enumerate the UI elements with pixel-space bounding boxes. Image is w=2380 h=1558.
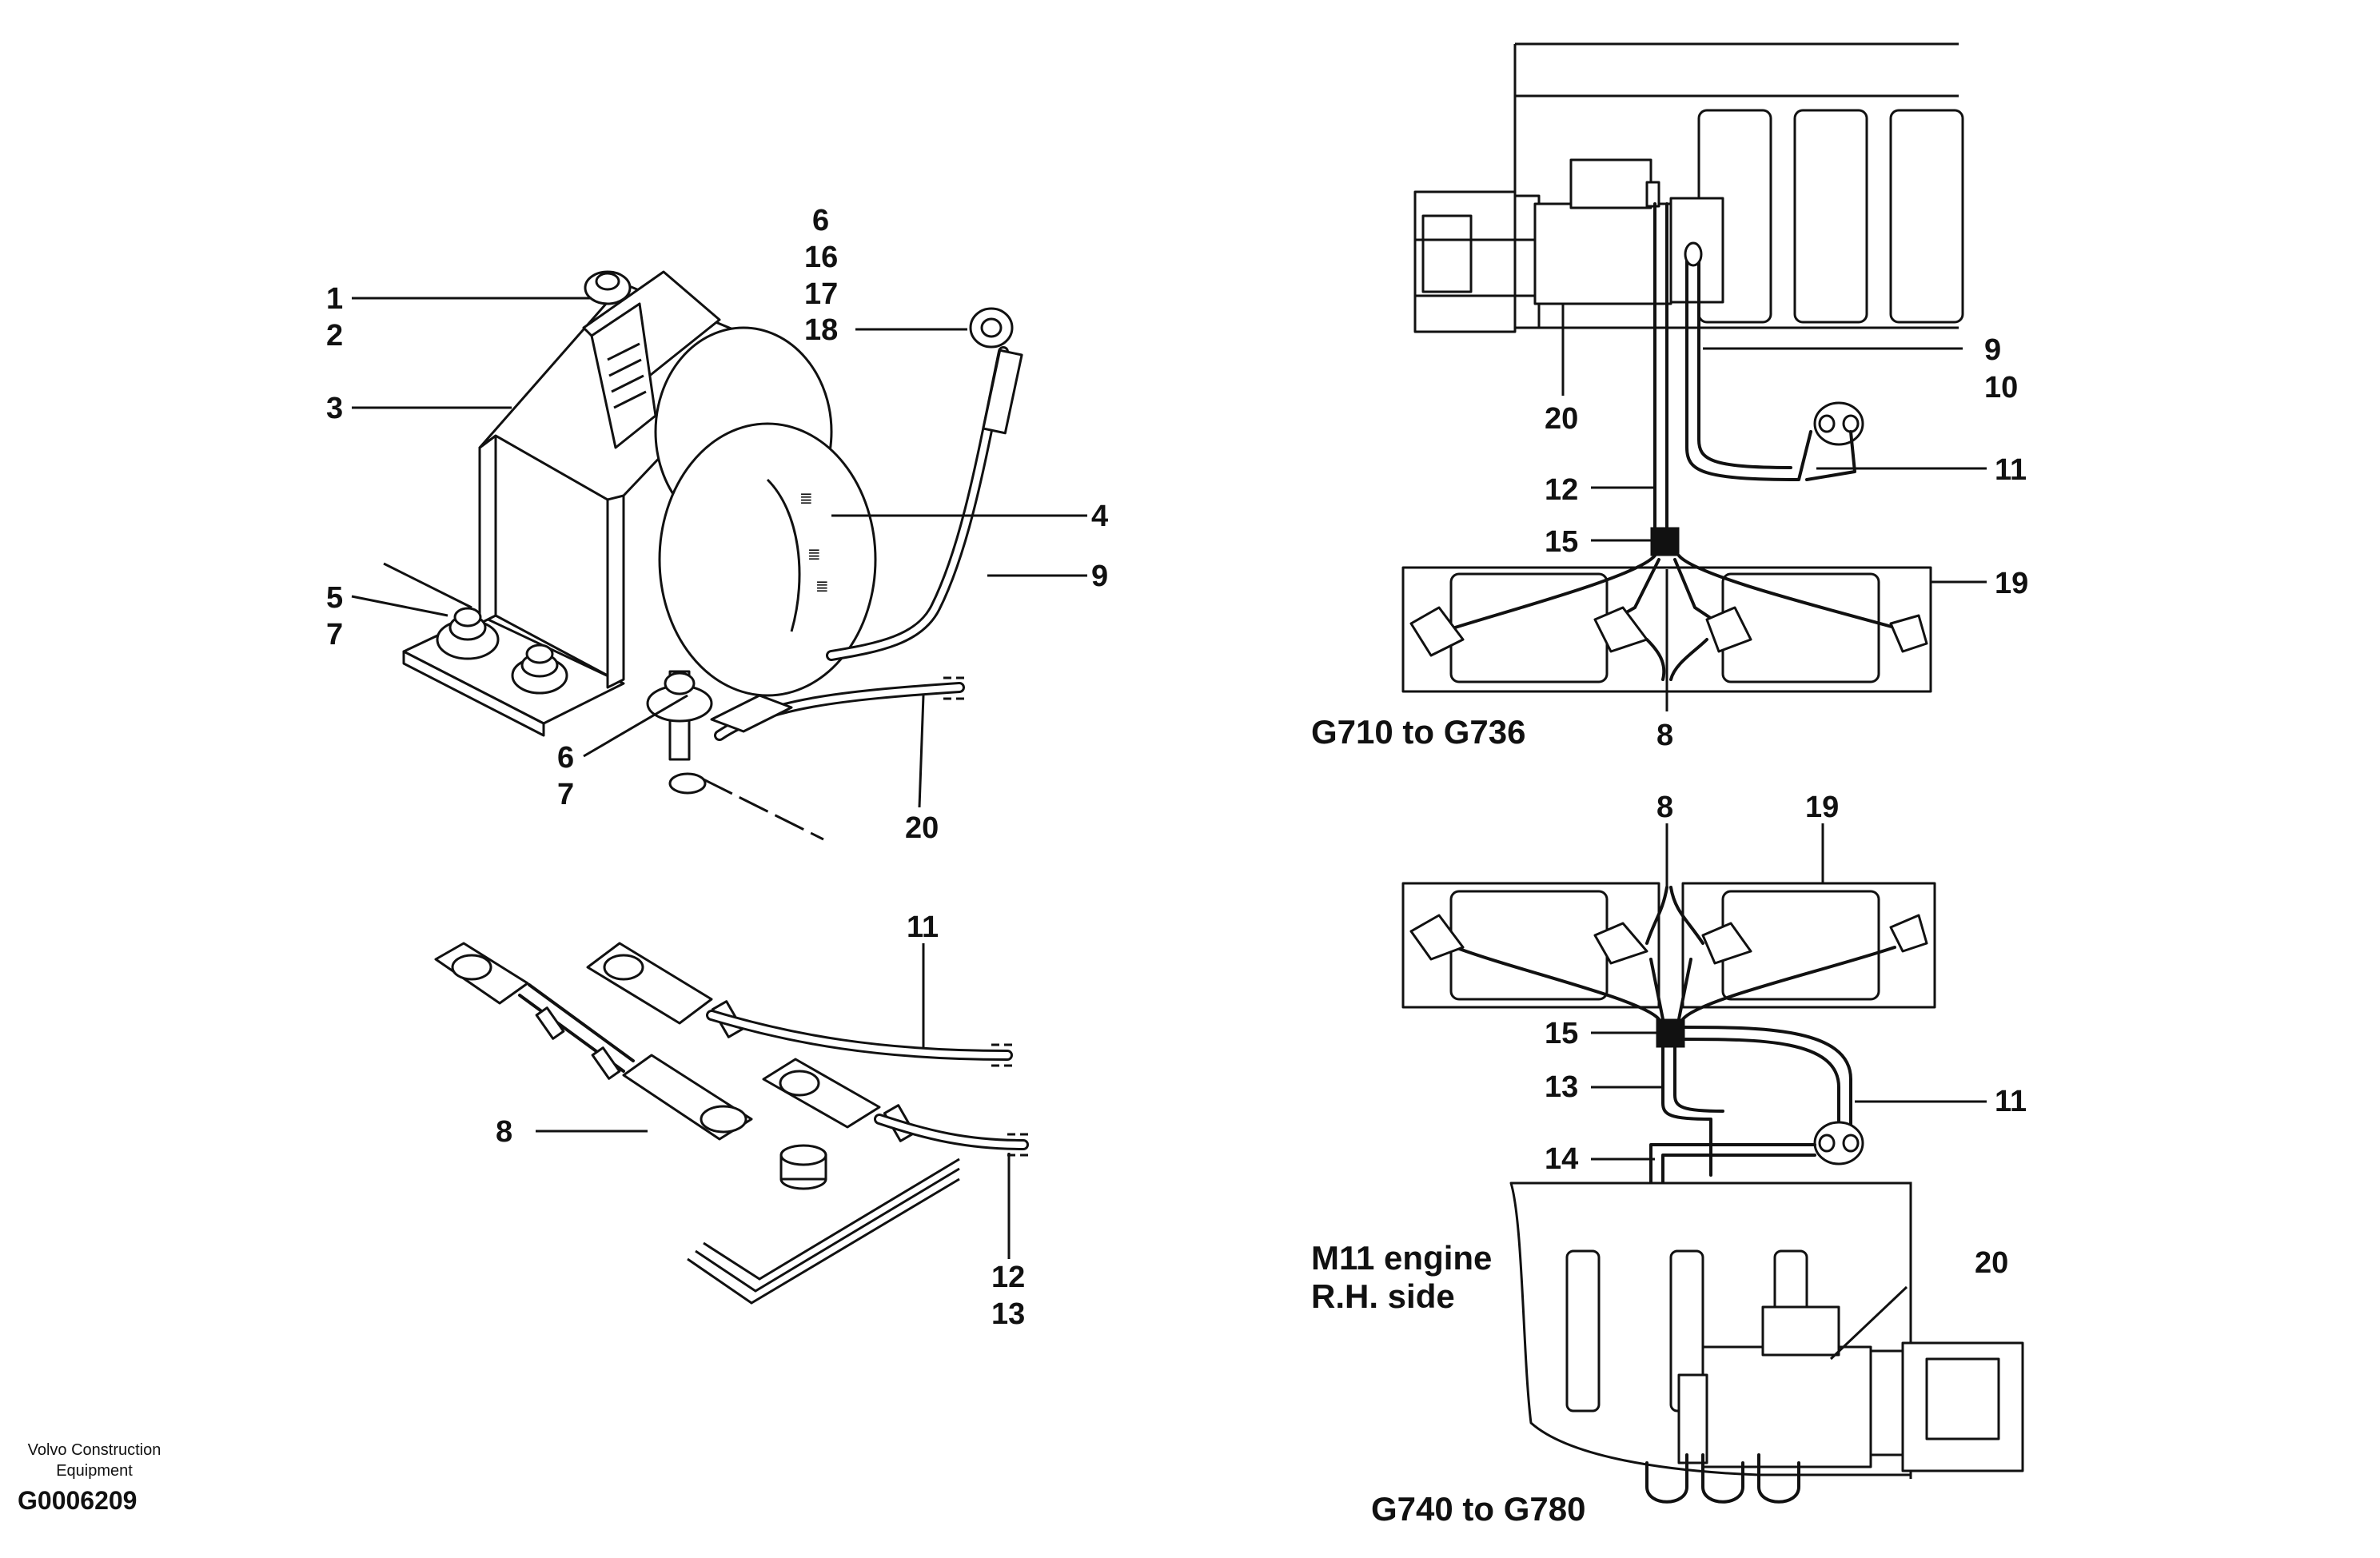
callout-7: 7 [326, 618, 343, 651]
callout-17: 17 [804, 277, 838, 311]
callout-1: 1 [326, 282, 343, 316]
callout-15: 15 [1545, 1017, 1578, 1050]
callout-5: 5 [326, 581, 343, 615]
callout-8: 8 [1656, 791, 1673, 824]
callout-7-lower: 7 [557, 778, 574, 811]
callout-10: 10 [1984, 371, 2018, 404]
bottom-left-leaders [536, 943, 1011, 1259]
callout-14: 14 [1545, 1142, 1578, 1176]
callout-19: 19 [1805, 791, 1839, 824]
top-left-leaders [351, 297, 1087, 808]
callout-16: 16 [804, 241, 838, 274]
top-right-leaders [1561, 304, 1987, 711]
layout-g740 [1401, 882, 2024, 1504]
callout-13: 13 [1545, 1070, 1578, 1104]
callout-3: 3 [326, 392, 343, 425]
callout-15: 15 [1545, 525, 1578, 559]
callout-20: 20 [905, 811, 939, 845]
callout-2: 2 [326, 319, 343, 353]
layout-g710 [1401, 42, 1964, 693]
switch-dial-markings: ≣ ≣ ≣ [799, 490, 829, 596]
callout-18: 18 [804, 313, 838, 347]
callout-9: 9 [1091, 560, 1108, 593]
footer-brand: Volvo Construction Equipment G0006209 [18, 1441, 161, 1515]
callout-8: 8 [1656, 719, 1673, 752]
bottom-right-leaders [1591, 823, 1987, 1361]
terminal-stud [646, 670, 793, 795]
base-bolt-left [436, 607, 500, 660]
caption-m11-engine: M11 engine [1311, 1239, 1492, 1277]
callout-6: 6 [812, 204, 829, 237]
callout-12: 12 [1545, 473, 1578, 507]
callout-11: 11 [1995, 453, 2027, 487]
callout-19: 19 [1995, 567, 2028, 600]
disconnect-switch-assembly: ≣ ≣ ≣ [383, 270, 1023, 841]
callout-12: 12 [991, 1261, 1025, 1294]
brand-line-1: Volvo Construction [28, 1441, 161, 1459]
callout-11: 11 [1995, 1085, 2027, 1118]
callout-20: 20 [1545, 402, 1578, 436]
top-left-callouts: 1 2 3 6 16 17 18 4 9 5 7 6 7 20 [326, 204, 1108, 845]
bottom-right-callouts: 8 19 15 11 13 14 20 [1545, 791, 2027, 1280]
cable-clamps-assembly [434, 942, 1031, 1305]
callout-13: 13 [991, 1297, 1025, 1331]
svg-text:≣: ≣ [815, 578, 829, 596]
callout-4: 4 [1091, 500, 1108, 533]
callout-6-lower: 6 [557, 741, 574, 775]
brand-line-2: Equipment [56, 1462, 133, 1480]
callout-11: 11 [907, 910, 939, 944]
svg-text:≣: ≣ [807, 546, 821, 564]
caption-g710: G710 to G736 [1311, 713, 1525, 751]
callout-20: 20 [1975, 1246, 2008, 1280]
caption-rh-side: R.H. side [1311, 1277, 1455, 1315]
drawing-code: G0006209 [18, 1486, 137, 1515]
top-right-callouts: 9 10 20 11 12 15 19 8 [1545, 333, 2028, 752]
switch-handle [582, 270, 721, 449]
cable-9-terminal [969, 307, 1023, 435]
bottom-left-callouts: 11 8 12 13 [496, 910, 1025, 1331]
base-bolt-right [511, 644, 568, 695]
callout-8: 8 [496, 1115, 512, 1149]
callout-9: 9 [1984, 333, 2001, 367]
caption-g740: G740 to G780 [1371, 1490, 1585, 1528]
svg-text:≣: ≣ [799, 490, 813, 508]
